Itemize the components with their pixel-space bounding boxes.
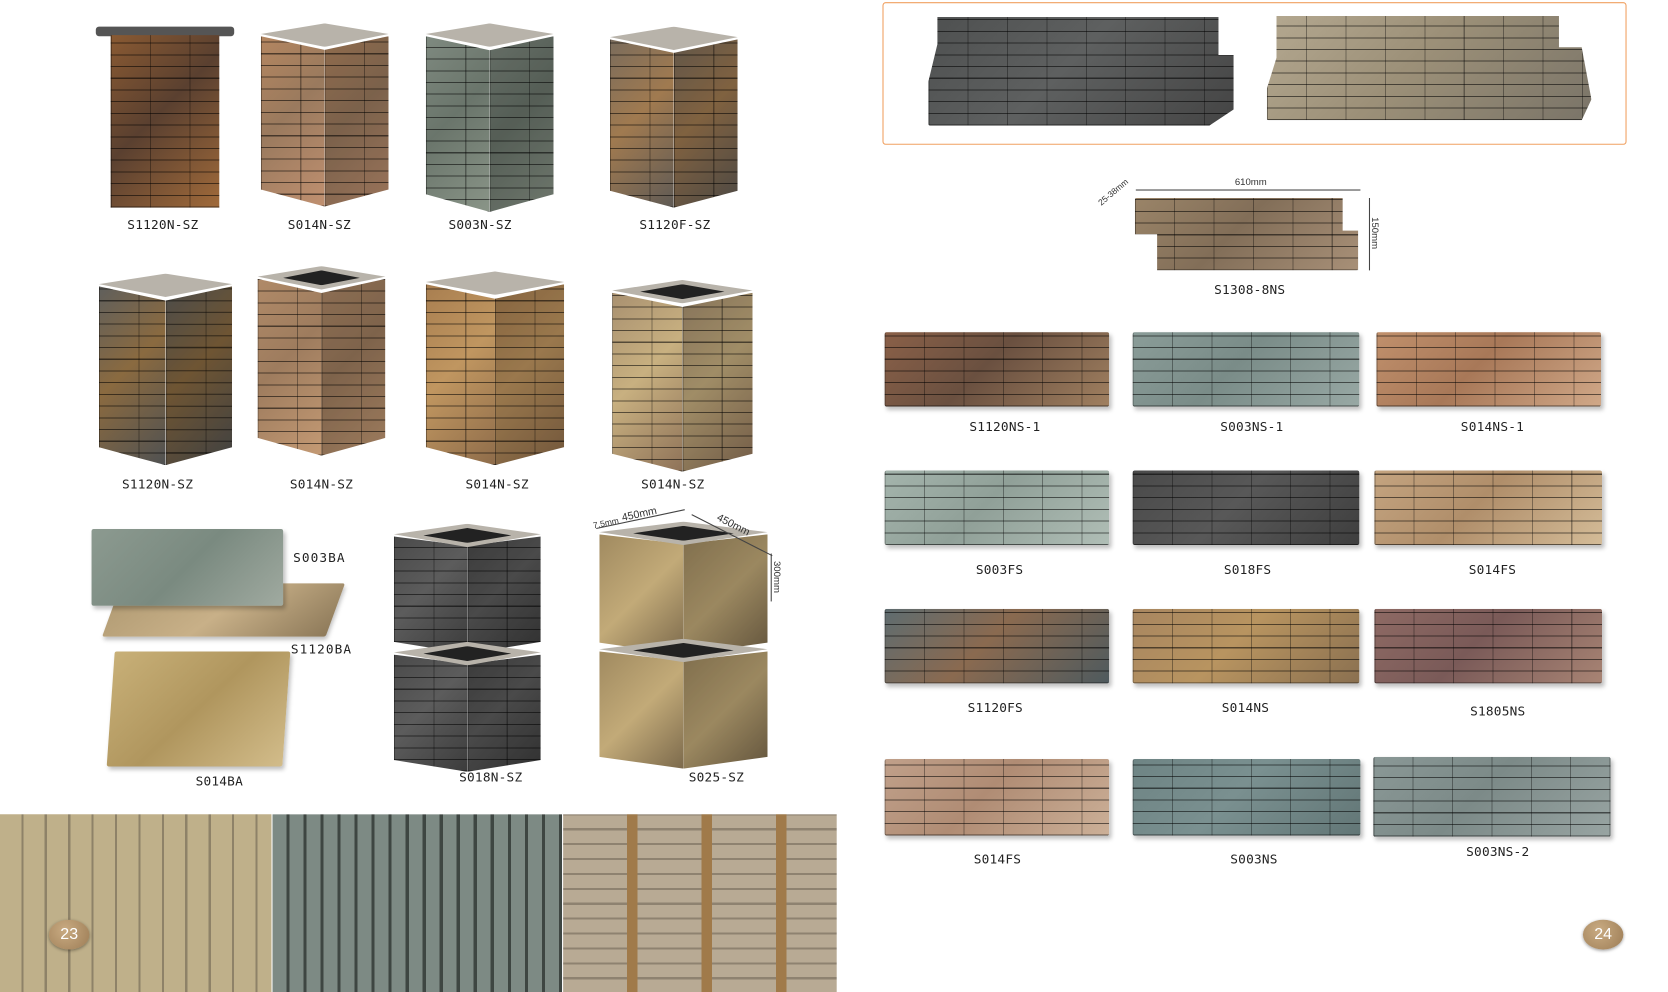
product-label: S003NS-1: [1220, 419, 1284, 435]
stone-panel-image: [1132, 332, 1360, 407]
product-label: S003NS: [1230, 851, 1278, 867]
product-label: S014N-SZ: [641, 476, 705, 492]
product-label: S014NS-1: [1460, 419, 1525, 435]
product-label: S1805NS: [1470, 703, 1526, 719]
product-label: S1120NS-1: [969, 419, 1041, 435]
dimension-line: [770, 553, 772, 602]
product-label: S018FS: [1223, 562, 1272, 577]
warehouse-photo: [563, 814, 837, 992]
pillar-image: [609, 26, 738, 208]
product-label: S1120N-SZ: [121, 476, 194, 492]
dimension-line: [1135, 189, 1361, 191]
stone-panel-image: [1374, 608, 1603, 684]
product-label: S014N-SZ: [289, 476, 354, 492]
stone-panel-image: [1132, 608, 1360, 684]
page-number-badge: 23: [48, 919, 90, 950]
pillar-image: [425, 23, 554, 212]
stone-panel-image: [928, 17, 1234, 126]
stone-panel-image: [1134, 197, 1359, 271]
product-label: S1120F-SZ: [639, 217, 711, 233]
product-label: S1308-8NS: [1214, 282, 1286, 297]
planter-image: [393, 523, 541, 654]
product-label: S003FS: [975, 562, 1024, 577]
stone-panel-image: [884, 608, 1110, 684]
pillar-image: [612, 279, 753, 472]
product-label: S014FS: [1468, 562, 1517, 577]
product-label: S018N-SZ: [459, 769, 523, 785]
dimension-label: 610mm: [1234, 176, 1267, 188]
product-label: S014BA: [195, 773, 244, 789]
stone-panel-image: [1132, 758, 1361, 836]
stone-panel-image: [1376, 332, 1602, 407]
pillar-image: [260, 23, 389, 207]
stone-panel-image: [1266, 15, 1592, 121]
product-label: S014N-SZ: [287, 217, 351, 233]
product-label: S003NS-2: [1466, 844, 1530, 860]
warehouse-photo: [272, 814, 563, 992]
stone-panel-image: [884, 470, 1110, 546]
pillar-image: [98, 273, 233, 466]
cap-image: [91, 529, 284, 606]
product-label: S003BA: [293, 550, 346, 566]
stone-panel-image: [884, 332, 1110, 407]
warehouse-photo: [0, 814, 272, 992]
stone-panel-image: [1132, 470, 1360, 546]
dimension-label: 150mm: [1370, 217, 1381, 250]
product-label: S014NS: [1221, 700, 1270, 716]
planter-image: [599, 521, 768, 655]
dimension-label: 300mm: [771, 560, 783, 593]
product-label: S003N-SZ: [448, 217, 512, 233]
dimension-line: [1368, 197, 1371, 271]
pillar-image: [257, 266, 386, 456]
stone-panel-image: [884, 758, 1110, 836]
product-label: S1120BA: [290, 641, 353, 657]
stone-panel-image: [1374, 470, 1603, 546]
dimension-label: 25-38mm: [1096, 177, 1131, 208]
stone-panel-image: [1373, 756, 1611, 837]
product-label: S1120FS: [967, 700, 1023, 716]
cap-image: [106, 651, 291, 767]
product-label: S014N-SZ: [465, 476, 529, 492]
page-number-badge: 24: [1582, 919, 1624, 950]
product-label: S014FS: [973, 851, 1022, 867]
product-label: S1120N-SZ: [127, 217, 199, 233]
pillar-image: [425, 271, 565, 466]
product-label: S025-SZ: [688, 769, 745, 785]
planter-image: [393, 641, 541, 772]
planter-image: [599, 638, 768, 769]
pillar-image: [95, 26, 235, 208]
featured-frame: [882, 2, 1627, 145]
